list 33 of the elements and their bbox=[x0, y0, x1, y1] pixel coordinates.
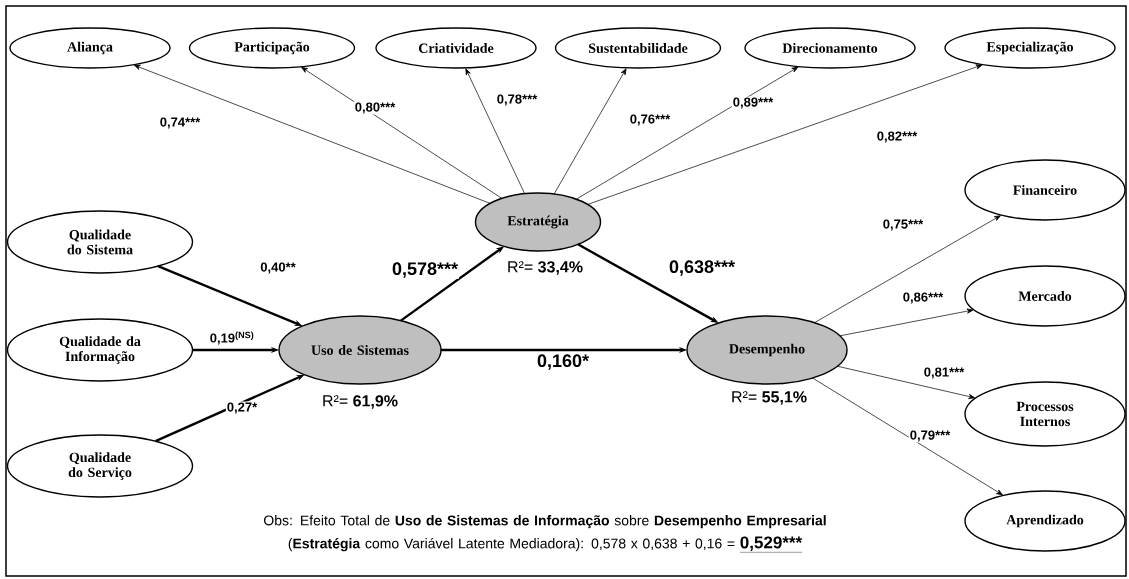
r-squared-label: R²= 33,4% bbox=[508, 261, 583, 275]
arrow bbox=[812, 377, 1003, 496]
arrow bbox=[465, 68, 525, 195]
path-coefficient: 0,74*** bbox=[158, 116, 202, 130]
path-coefficient: 0,79*** bbox=[908, 429, 952, 443]
path-coefficient: 0,75*** bbox=[881, 218, 925, 232]
path-coefficient: 0,82*** bbox=[875, 130, 919, 144]
path-coefficient: 0,40** bbox=[259, 261, 297, 275]
arrow bbox=[839, 308, 974, 337]
path-coefficient: 0,76*** bbox=[628, 113, 672, 127]
path-coefficient: 0,578*** bbox=[391, 261, 460, 279]
path-coefficient: 0,19$^{(NS)}$ bbox=[208, 330, 256, 346]
label: 0,529*** bbox=[740, 536, 803, 551]
path-coefficient: 0,638*** bbox=[668, 259, 737, 277]
r-squared-label: R²= 55,1% bbox=[732, 391, 807, 405]
arrow bbox=[814, 215, 1001, 323]
path-coefficient: 0,160* bbox=[536, 353, 591, 371]
path-coefficient: 0,86*** bbox=[901, 291, 945, 305]
arrow bbox=[553, 68, 627, 195]
label: Obs: Efeito Total de Uso de Sistemas de Informação sobre Desempenho Empresarial bbox=[264, 515, 826, 529]
arrow bbox=[587, 64, 983, 205]
arrow bbox=[301, 66, 503, 199]
label: (Estratégia como Variável Latente Mediadora): 0,578 x 0,638 + 0,16 = bbox=[288, 537, 735, 552]
path-coefficient: 0,89*** bbox=[731, 96, 775, 110]
arrow bbox=[133, 64, 491, 204]
note-text: Obs: Efeito Total de Uso de Sistemas de Informação sobre Desempenho Empresarial (Estratégia como Variável Latente Mediadora): 0,578 x 0,638 + 0,16 = 0,529*** bbox=[264, 515, 826, 553]
r-squared-label: R²= 61,9% bbox=[323, 395, 398, 409]
path-coefficient: 0,78*** bbox=[495, 93, 539, 107]
path-coefficient: 0,27* bbox=[225, 401, 259, 415]
arrow bbox=[576, 66, 799, 200]
arrow bbox=[837, 365, 976, 399]
path-coefficient: 0,80*** bbox=[353, 101, 397, 115]
path-coefficient: 0,81*** bbox=[922, 366, 966, 380]
